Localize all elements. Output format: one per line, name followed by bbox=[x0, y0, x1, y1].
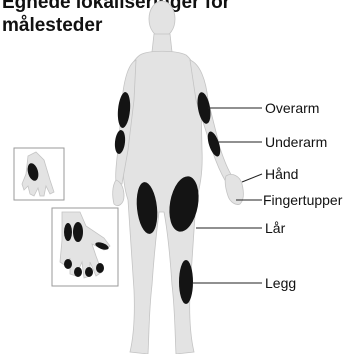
label-thigh: Lår bbox=[265, 220, 285, 236]
site-fingertip-4 bbox=[96, 263, 104, 273]
neck bbox=[152, 34, 172, 52]
site-right-calf bbox=[179, 260, 193, 304]
site-fingertip-1 bbox=[64, 259, 72, 269]
site-fingertip-3 bbox=[85, 267, 93, 277]
site-palm-left bbox=[64, 223, 72, 241]
site-palm-right bbox=[73, 222, 83, 242]
inset-hand-back bbox=[14, 148, 64, 200]
label-fingertips: Fingertupper bbox=[263, 192, 342, 208]
label-calf: Legg bbox=[265, 275, 296, 291]
leader-lines bbox=[192, 108, 262, 283]
inset-palm bbox=[52, 208, 118, 286]
label-underarm: Underarm bbox=[265, 134, 327, 150]
site-fingertip-2 bbox=[74, 267, 82, 277]
human-body-figure bbox=[113, 1, 244, 354]
head bbox=[149, 1, 175, 37]
label-hand: Hånd bbox=[265, 166, 298, 182]
leader-hand bbox=[242, 174, 262, 182]
label-overarm: Overarm bbox=[265, 100, 319, 116]
